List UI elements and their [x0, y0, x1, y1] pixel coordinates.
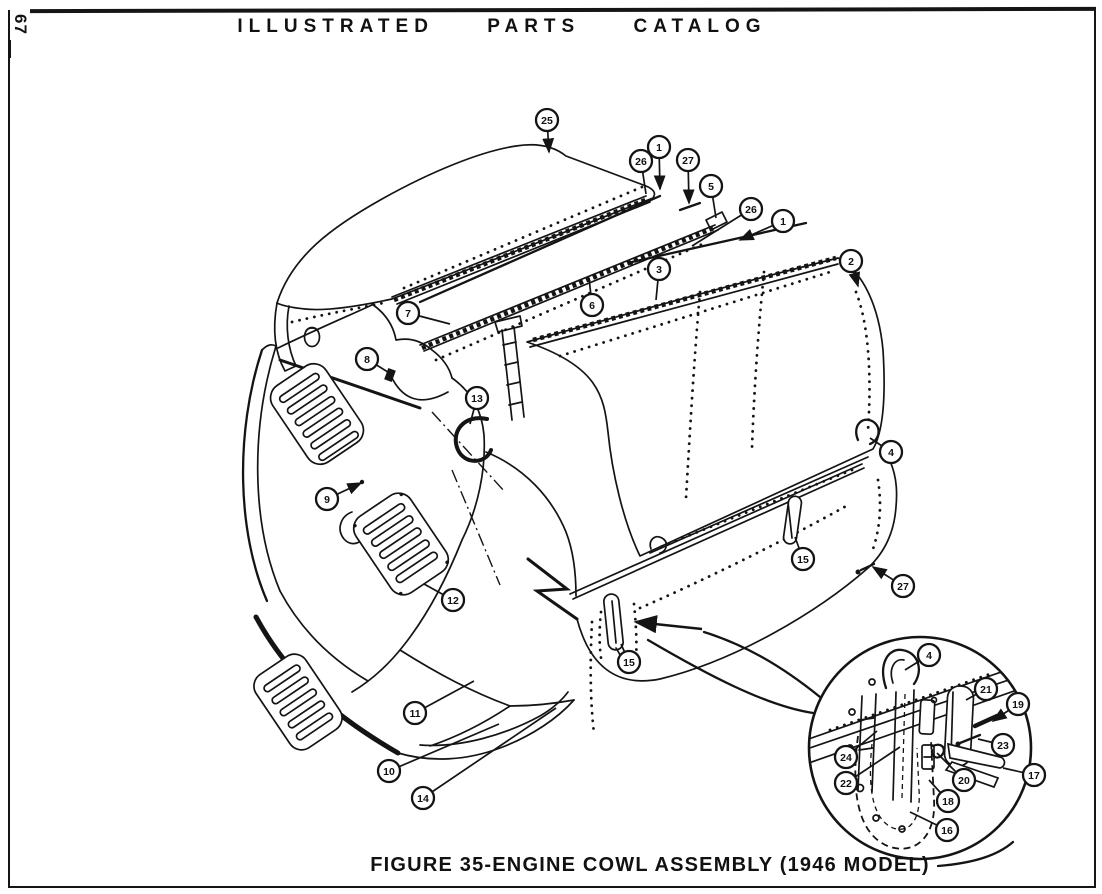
- cowl-latch-bottom: [603, 593, 624, 660]
- svg-text:16: 16: [941, 825, 953, 837]
- svg-text:3: 3: [656, 264, 662, 276]
- louver-grille-lower: [352, 492, 450, 596]
- hinge-loop-left: [649, 535, 668, 554]
- svg-text:15: 15: [797, 554, 809, 566]
- svg-text:12: 12: [447, 595, 459, 607]
- callout-layer: 2526127526123678134912152715111014421192…: [314, 107, 1047, 843]
- svg-text:8: 8: [364, 354, 370, 366]
- inset-callout-21: 21: [965, 676, 999, 702]
- svg-text:10: 10: [383, 766, 395, 778]
- svg-text:9: 9: [324, 494, 330, 506]
- svg-text:27: 27: [682, 155, 694, 167]
- hinge-pin-rod-top: [418, 194, 662, 304]
- inset-callout-17: 17: [1002, 762, 1047, 788]
- inset-leaf-spring: [946, 742, 1006, 769]
- svg-text:22: 22: [840, 778, 852, 790]
- main-callout-8: 8: [354, 346, 392, 375]
- svg-text:2: 2: [848, 256, 854, 268]
- svg-text:25: 25: [541, 115, 553, 127]
- hinge-channel-strip: [494, 315, 525, 421]
- inset-callout-19: 19: [991, 691, 1031, 722]
- svg-text:18: 18: [942, 796, 954, 808]
- svg-text:14: 14: [417, 793, 429, 805]
- main-callout-11: 11: [402, 680, 475, 726]
- main-callout-27: 27: [675, 147, 701, 205]
- main-callout-26: 26: [691, 196, 764, 247]
- svg-text:19: 19: [1012, 699, 1024, 711]
- detail-pointer-arrow: [633, 615, 703, 634]
- main-callout-15: 15: [616, 643, 642, 675]
- page-header: ILLUSTRATED PARTS CATALOG: [237, 16, 767, 37]
- inset-callout-20: 20: [936, 752, 977, 793]
- svg-text:1: 1: [656, 142, 662, 154]
- top-cowl-panel: [273, 143, 662, 372]
- svg-text:5: 5: [708, 181, 714, 193]
- main-callout-7: 7: [395, 300, 451, 326]
- main-callout-13: 13: [464, 385, 490, 425]
- svg-text:21: 21: [980, 684, 992, 696]
- main-callout-5: 5: [698, 173, 724, 219]
- svg-text:6: 6: [589, 300, 595, 312]
- inset-latch-bolt: [918, 698, 936, 736]
- hinge-loop-right: [855, 418, 880, 446]
- right-cowl-panel: [526, 255, 885, 557]
- lower-cowl: [526, 460, 898, 735]
- svg-text:11: 11: [409, 708, 420, 720]
- main-callout-9: 9: [314, 482, 363, 512]
- page-number-tick: [9, 40, 11, 58]
- svg-text:23: 23: [997, 740, 1009, 752]
- svg-text:24: 24: [840, 752, 852, 764]
- louver-grille-upper: [269, 362, 365, 466]
- main-callout-6: 6: [579, 277, 605, 318]
- main-callout-14: 14: [410, 707, 557, 811]
- svg-text:13: 13: [471, 393, 483, 405]
- svg-text:27: 27: [897, 581, 909, 593]
- svg-text:4: 4: [926, 650, 932, 662]
- hinge-end-bracket: [705, 211, 728, 231]
- main-callout-26: 26: [628, 148, 654, 195]
- main-callout-10: 10: [376, 723, 500, 784]
- svg-text:26: 26: [635, 156, 647, 168]
- louver-grille-bottom: [253, 653, 343, 751]
- inset-callout-23: 23: [977, 732, 1016, 758]
- main-callout-1: 1: [738, 208, 796, 241]
- inset-hinge-loop: [882, 648, 920, 690]
- page-border-frame: [8, 10, 1096, 888]
- screw-fastener: [855, 562, 876, 575]
- main-callout-1: 1: [646, 134, 672, 191]
- figure-caption: FIGURE 35-ENGINE COWL ASSEMBLY (1946 MOD…: [370, 854, 930, 876]
- svg-text:20: 20: [958, 775, 970, 787]
- inset-callout-4: 4: [904, 642, 942, 671]
- support-hook: [453, 416, 493, 463]
- inset-callout-24: 24: [833, 730, 878, 770]
- main-callout-12: 12: [423, 583, 466, 613]
- inset-callout-22: 22: [833, 746, 901, 796]
- main-callout-15: 15: [790, 536, 816, 572]
- scoop-notch: [389, 373, 449, 401]
- main-callout-2: 2: [838, 248, 864, 288]
- inset-hook: [930, 743, 945, 759]
- svg-text:26: 26: [745, 204, 757, 216]
- svg-text:7: 7: [405, 308, 411, 320]
- svg-text:15: 15: [623, 657, 635, 669]
- main-callout-4: 4: [869, 437, 904, 465]
- svg-text:17: 17: [1028, 770, 1040, 782]
- svg-text:4: 4: [888, 447, 894, 459]
- caption-leader: [936, 840, 1015, 868]
- main-callout-3: 3: [646, 256, 672, 301]
- main-callout-27: 27: [871, 566, 916, 599]
- inset-callout-16: 16: [909, 811, 960, 843]
- inset-callout-18: 18: [928, 779, 961, 814]
- svg-text:1: 1: [780, 216, 786, 228]
- main-callout-25: 25: [534, 107, 560, 154]
- cowl-latch-right: [782, 495, 803, 545]
